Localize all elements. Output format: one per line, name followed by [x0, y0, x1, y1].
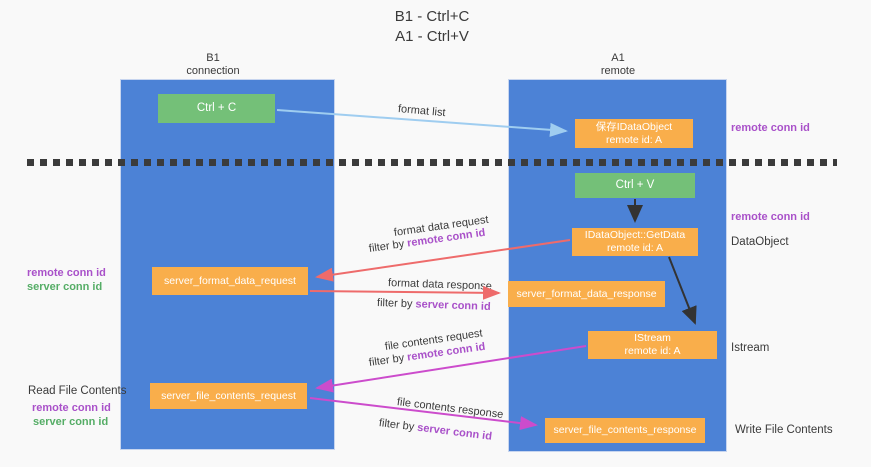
- flow-label-format-data-response: format data response: [387, 277, 493, 293]
- node-server-file-contents-request: server_file_contents_request: [150, 383, 307, 409]
- filter-by-text: filter by: [378, 417, 415, 434]
- dashed-separator-line: [27, 159, 837, 166]
- flow-label-file-contents-response: file contents response: [396, 396, 504, 421]
- filter-by-text: filter by: [368, 352, 405, 369]
- filter-by-text: filter by: [368, 238, 405, 255]
- lane-a1-role: remote: [600, 65, 636, 77]
- label-server-conn-id-left-2: server conn id: [33, 416, 109, 428]
- node-server-file-contents-response: server_file_contents_response: [545, 418, 705, 443]
- node-ctrl-c: Ctrl + C: [158, 94, 275, 123]
- node-format-response-label: server_format_data_response: [516, 287, 657, 300]
- flow-label-format-list: format list: [397, 103, 447, 120]
- node-ctrl-v: Ctrl + V: [575, 173, 695, 198]
- node-idataobject-getdata: IDataObject::GetData remote id: A: [572, 228, 698, 256]
- label-write-file-contents: Write File Contents: [735, 424, 833, 436]
- lane-header-a1: A1 remote: [558, 52, 678, 78]
- node-istream: IStream remote id: A: [588, 331, 717, 359]
- node-getdata-line1: IDataObject::GetData: [584, 229, 686, 241]
- node-getdata-line2: remote id: A: [606, 242, 664, 254]
- label-remote-conn-id-top-right: remote conn id: [731, 122, 810, 134]
- node-file-request-label: server_file_contents_request: [161, 389, 296, 402]
- label-read-file-contents: Read File Contents: [28, 385, 127, 397]
- filter-server-conn-id: server conn id: [416, 421, 493, 443]
- label-server-conn-id-left-1: server conn id: [27, 281, 103, 293]
- label-dataobject: DataObject: [731, 236, 789, 248]
- filter-by-text: filter by: [376, 297, 413, 311]
- lane-b1-role: connection: [186, 65, 240, 77]
- filter-server-conn-id: server conn id: [415, 298, 491, 313]
- node-istream-line1: IStream: [634, 332, 671, 344]
- node-file-response-label: server_file_contents_response: [553, 424, 697, 436]
- node-ctrl-c-label: Ctrl + C: [196, 102, 237, 114]
- node-save-idataobject-line1: 保存IDataObject: [595, 120, 673, 133]
- flow-label-filter-by-server-1: filter by server conn id: [377, 297, 491, 313]
- diagram-title: B1 - Ctrl+C A1 - Ctrl+V: [0, 7, 864, 47]
- node-istream-line2: remote id: A: [624, 345, 681, 357]
- node-server-format-data-request: server_format_data_request: [152, 267, 308, 295]
- lane-header-b1: B1 connection: [153, 52, 273, 78]
- label-remote-conn-id-left-2: remote conn id: [32, 402, 111, 414]
- title-line-1: B1 - Ctrl+C: [394, 8, 470, 25]
- node-save-idataobject-line2: remote id: A: [605, 133, 663, 146]
- lane-b1-name: B1: [206, 52, 220, 64]
- flow-label-filter-by-server-2: filter by server conn id: [378, 417, 492, 443]
- label-istream: Istream: [731, 342, 770, 354]
- node-format-request-label: server_format_data_request: [164, 274, 296, 287]
- label-remote-conn-id-right: remote conn id: [731, 211, 810, 223]
- node-server-format-data-response: server_format_data_response: [508, 281, 665, 307]
- lane-a1-name: A1: [611, 52, 625, 64]
- node-save-idataobject: 保存IDataObject remote id: A: [575, 119, 693, 148]
- title-line-2: A1 - Ctrl+V: [395, 28, 469, 45]
- node-ctrl-v-label: Ctrl + V: [615, 179, 655, 191]
- label-remote-conn-id-left-1: remote conn id: [27, 267, 106, 279]
